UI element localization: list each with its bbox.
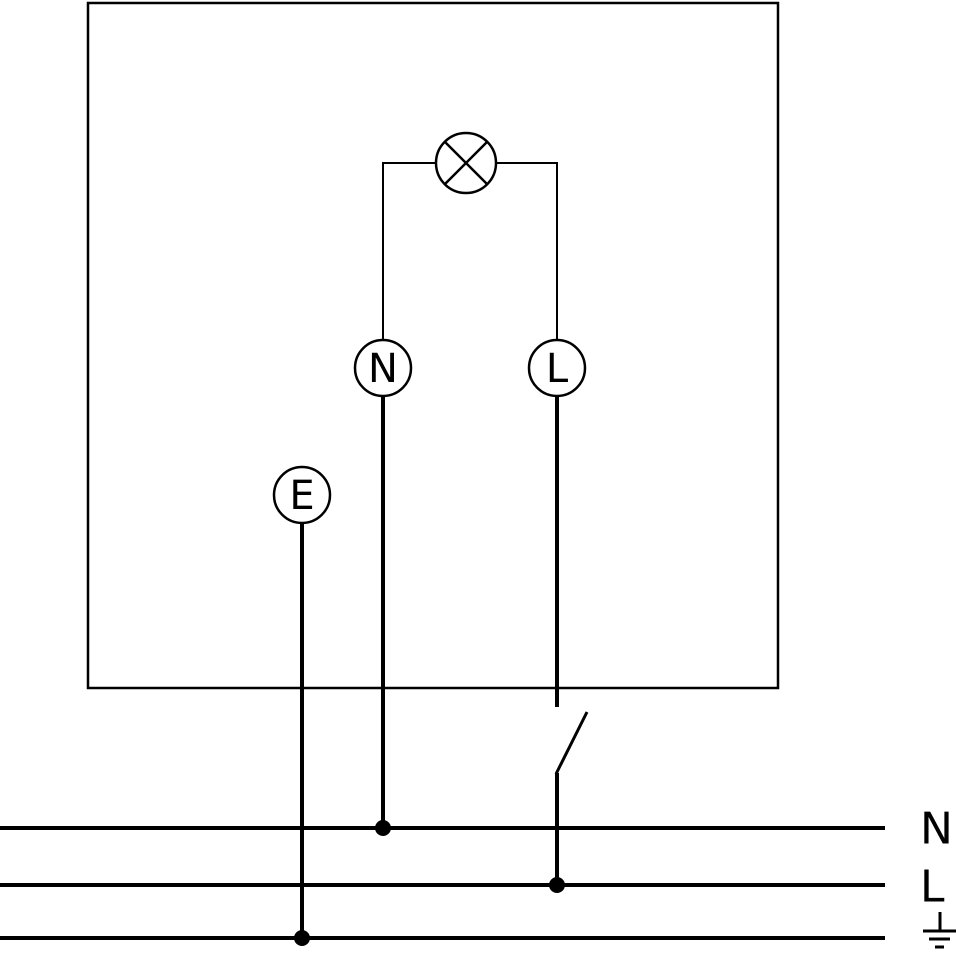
wire-lamp-to-n [382,162,436,340]
earth-ground-icon [923,912,956,949]
terminal-e: E [272,465,332,525]
junction-l-dot [549,877,565,893]
terminal-l-label: L [546,346,569,392]
wire-lamp-to-l [496,162,558,340]
junction-e-dot [294,930,310,946]
lamp-icon [434,131,498,195]
terminal-l: L [527,338,587,398]
junction-n-dot [375,820,391,836]
lamp-cross-line-2 [444,141,488,185]
terminal-e-label: E [289,473,314,519]
device-enclosure-outline [86,1,780,690]
terminal-n-label: N [368,346,398,392]
bus-line-label: L [920,862,945,913]
switch-contact-icon [554,711,589,775]
bus-neutral-label: N [920,804,953,855]
terminal-n: N [353,338,413,398]
